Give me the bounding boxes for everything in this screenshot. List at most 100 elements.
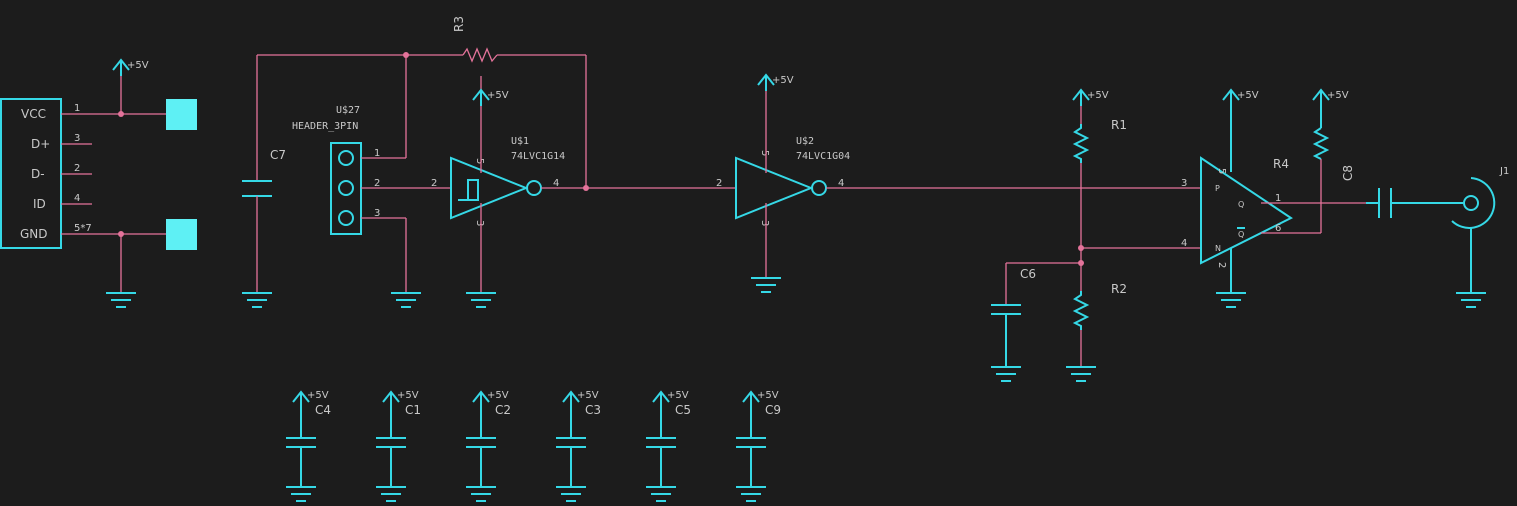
u2-value: 74LVC1G04 — [796, 151, 850, 162]
header-pin-number: 3 — [374, 208, 380, 219]
c1-label: C1 — [405, 403, 421, 417]
u2-pin-number: 2 — [716, 178, 722, 189]
ground-symbol — [991, 366, 1021, 382]
schmitt-inverter-u1[interactable]: U$1 74LVC1G14 2 4 5 3 — [431, 136, 565, 226]
comparator-n-label: N — [1215, 244, 1221, 253]
capacitor-c7[interactable]: C7 — [242, 148, 286, 197]
svg-text:+5V: +5V — [487, 390, 509, 401]
junction-dot — [118, 111, 124, 117]
pad-gnd[interactable] — [166, 219, 197, 250]
resistor-r2[interactable]: R2 — [1072, 282, 1127, 330]
r2-label: R2 — [1111, 282, 1127, 296]
pad-vcc[interactable] — [166, 99, 197, 130]
usb-connector[interactable]: VCC D+ D- ID GND 1 3 2 4 5*7 — [0, 98, 92, 249]
usb-pin-number: 5*7 — [74, 223, 92, 234]
c2-label: C2 — [495, 403, 511, 417]
usb-gnd-label: GND — [20, 227, 48, 241]
power-symbol-5v: +5V — [112, 58, 149, 76]
decoupling-capacitor-c1[interactable]: +5V C1 — [376, 390, 421, 502]
decoupling-capacitor-c4[interactable]: +5V C4 — [286, 390, 331, 502]
u2-pin-number: 3 — [759, 220, 770, 226]
inverter-u2[interactable]: U$2 74LVC1G04 2 4 5 3 — [716, 136, 850, 226]
capacitor-c6[interactable]: C6 — [991, 267, 1036, 315]
usb-vcc-label: VCC — [21, 107, 46, 121]
hysteresis-icon — [458, 179, 479, 201]
power-symbol-5v: +5V — [1072, 88, 1109, 106]
c7-label: C7 — [270, 148, 286, 162]
usb-pin-number: 1 — [74, 103, 80, 114]
svg-text:+5V: +5V — [1237, 90, 1259, 101]
ground-symbol — [242, 292, 272, 308]
comparator-pin-number: 4 — [1181, 238, 1187, 249]
decoupling-capacitor-c3[interactable]: +5V C3 — [556, 390, 601, 502]
c6-label: C6 — [1020, 267, 1036, 281]
svg-text:+5V: +5V — [127, 60, 149, 71]
u1-pin-number: 2 — [431, 178, 437, 189]
decoupling-capacitor-c9[interactable]: +5V C9 — [736, 390, 781, 502]
u1-pin-number: 3 — [474, 220, 485, 226]
ground-symbol — [1456, 292, 1486, 308]
connector-j1[interactable]: J1 — [1451, 166, 1509, 229]
power-symbol-5v: +5V — [472, 88, 509, 106]
svg-text:+5V: +5V — [1087, 90, 1109, 101]
junction-dot — [583, 185, 589, 191]
comparator-pin-number: 3 — [1181, 178, 1187, 189]
comparator-p-label: P — [1215, 184, 1220, 193]
r1-label: R1 — [1111, 118, 1127, 132]
decoupling-capacitor-c5[interactable]: +5V C5 — [646, 390, 691, 502]
power-symbol-5v: +5V — [1312, 88, 1349, 106]
usb-dm-label: D- — [31, 167, 45, 181]
ground-symbol — [751, 277, 781, 293]
ground-symbol — [1216, 292, 1246, 308]
comparator-q-label: Q — [1238, 200, 1244, 209]
j1-label: J1 — [1499, 166, 1509, 177]
svg-text:+5V: +5V — [667, 390, 689, 401]
resistor-r3[interactable]: R3 — [452, 16, 498, 63]
c8-label: C8 — [1341, 165, 1355, 181]
header-pin-number: 1 — [374, 148, 380, 159]
svg-text:+5V: +5V — [487, 90, 509, 101]
svg-text:+5V: +5V — [397, 390, 419, 401]
power-symbol-5v: +5V — [1222, 88, 1259, 106]
u1-ref: U$1 — [511, 136, 529, 147]
svg-text:+5V: +5V — [772, 75, 794, 86]
usb-id-label: ID — [33, 197, 46, 211]
header-3pin[interactable]: U$27 HEADER_3PIN 1 2 3 — [292, 105, 380, 235]
c5-label: C5 — [675, 403, 691, 417]
comparator-qn-label: Q — [1238, 230, 1244, 239]
svg-text:+5V: +5V — [577, 390, 599, 401]
c3-label: C3 — [585, 403, 601, 417]
usb-pin-number: 2 — [74, 163, 80, 174]
c4-label: C4 — [315, 403, 331, 417]
capacitor-c8[interactable]: C8 — [1341, 165, 1392, 218]
c9-label: C9 — [765, 403, 781, 417]
comparator-pin-number: 6 — [1275, 223, 1281, 234]
comparator-pin-number: 2 — [1216, 262, 1227, 268]
power-symbol-5v: +5V — [757, 73, 794, 91]
junction-dot — [1078, 245, 1084, 251]
r4-label: R4 — [1273, 157, 1289, 171]
decoupling-capacitor-c2[interactable]: +5V C2 — [466, 390, 511, 502]
svg-text:+5V: +5V — [1327, 90, 1349, 101]
resistor-r1[interactable]: R1 — [1072, 118, 1127, 163]
junction-dot — [403, 52, 409, 58]
usb-pin-number: 3 — [74, 133, 80, 144]
ground-symbol — [391, 292, 421, 308]
header-body — [330, 142, 362, 235]
comparator-pin-number: 5 — [1216, 168, 1227, 174]
junction-dot — [118, 231, 124, 237]
u2-pin-number: 5 — [759, 150, 770, 156]
r3-label: R3 — [452, 16, 466, 32]
comparator-pin-number: 1 — [1275, 193, 1281, 204]
ground-symbol — [1066, 366, 1096, 382]
u1-pin-number: 4 — [553, 178, 559, 189]
u1-pin-number: 5 — [474, 158, 485, 164]
comparator[interactable]: P N Q Q 3 4 1 6 5 2 — [1181, 156, 1293, 268]
u1-value: 74LVC1G14 — [511, 151, 565, 162]
resistor-r4[interactable]: R4 — [1273, 127, 1330, 171]
u2-pin-number: 4 — [838, 178, 844, 189]
usb-dp-label: D+ — [31, 137, 50, 151]
header-value: HEADER_3PIN — [292, 121, 358, 132]
svg-text:+5V: +5V — [307, 390, 329, 401]
